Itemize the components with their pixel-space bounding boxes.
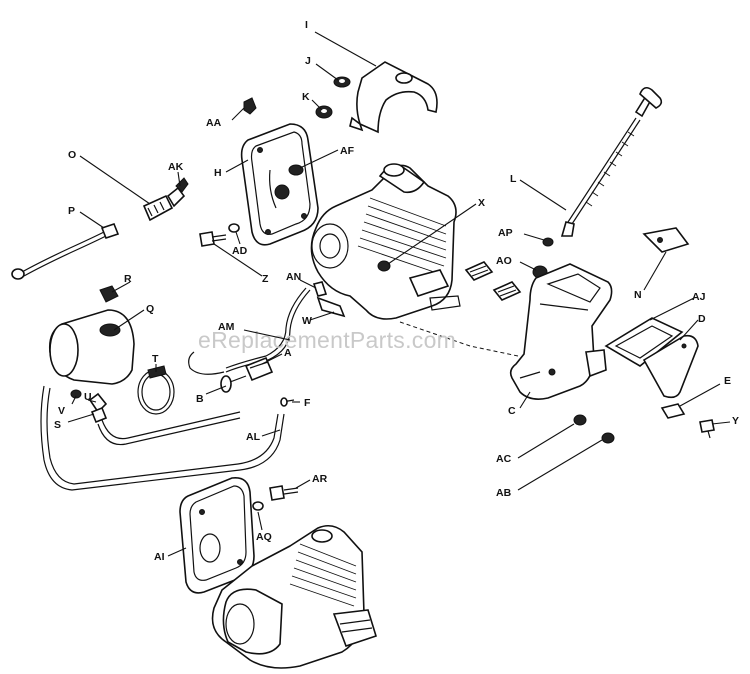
part-washer-ac — [573, 414, 587, 426]
part-filter-a — [244, 356, 274, 382]
callout-x: X — [478, 197, 485, 209]
part-engine-block-x — [310, 163, 461, 320]
callout-s: S — [54, 419, 61, 431]
part-screw-f — [280, 397, 295, 407]
part-shroud-bracket — [349, 61, 438, 134]
callout-ai: AI — [154, 551, 165, 563]
callout-aj: AJ — [692, 291, 706, 303]
callout-u: U — [84, 391, 92, 403]
callout-f: F — [304, 397, 311, 409]
callout-ar: AR — [312, 473, 328, 485]
callout-d: D — [698, 313, 706, 325]
callout-ao: AO — [496, 255, 512, 267]
alignment-line — [399, 321, 519, 357]
callout-ad: AD — [232, 245, 248, 257]
callout-aq: AQ — [256, 531, 272, 543]
part-intake-gasket — [464, 261, 522, 301]
callout-i: I — [305, 19, 308, 31]
callout-j: J — [305, 55, 311, 67]
callout-aa: AA — [206, 117, 222, 129]
callout-h: H — [214, 167, 222, 179]
callout-al: AL — [246, 431, 261, 443]
callout-r: R — [124, 273, 132, 285]
part-screw-y — [699, 419, 715, 439]
callout-c: C — [508, 405, 516, 417]
part-washer-b — [220, 375, 247, 393]
callout-ak: AK — [168, 161, 184, 173]
callout-z: Z — [262, 273, 269, 285]
callout-ac: AC — [496, 453, 512, 465]
part-fitting-v — [70, 389, 82, 399]
part-dipstick-l — [560, 86, 663, 237]
part-washer-aq — [252, 501, 264, 511]
part-bolt-ar — [269, 485, 299, 501]
part-engine-assembly-ai — [179, 476, 377, 669]
callout-labels: I J K AA AF H O AK P AD Z X L AP AO N AJ… — [54, 19, 739, 563]
part-bracket-n — [642, 227, 690, 253]
part-fuel-tank-q — [48, 309, 135, 385]
callout-l: L — [510, 173, 517, 185]
part-blower-housing-h — [240, 123, 319, 246]
part-clamp-t — [137, 365, 175, 415]
callout-w: W — [302, 315, 312, 327]
callout-k: K — [302, 91, 310, 103]
callout-a: A — [284, 347, 292, 359]
watermark: eReplacementParts.com — [198, 327, 456, 353]
callout-b: B — [196, 393, 204, 405]
part-washer-ap — [542, 237, 554, 247]
part-clip-aa — [243, 97, 257, 115]
part-fitting-s — [90, 406, 108, 424]
callout-am: AM — [218, 321, 235, 333]
part-washer-ad — [228, 223, 240, 233]
part-switch-o — [142, 177, 189, 222]
part-gasket-aj — [604, 317, 684, 367]
callout-n: N — [634, 289, 642, 301]
part-washer-k — [315, 105, 333, 119]
callout-y: Y — [732, 415, 739, 427]
callout-p: P — [68, 205, 75, 217]
callout-ab: AB — [496, 487, 512, 499]
callout-q: Q — [146, 303, 154, 315]
part-housing-c — [509, 263, 613, 400]
callout-t: T — [152, 353, 159, 365]
part-fuel-line-am — [188, 287, 311, 375]
part-nut-r — [99, 285, 119, 303]
callout-an: AN — [286, 271, 301, 283]
callout-v: V — [58, 405, 65, 417]
part-clip-e — [660, 403, 686, 419]
part-screw-af — [288, 164, 304, 176]
part-wire-p — [11, 223, 120, 280]
part-fitting-an — [312, 281, 346, 318]
callout-e: E — [724, 375, 731, 387]
callout-af: AF — [340, 145, 355, 157]
callout-o: O — [68, 149, 76, 161]
callout-ap: AP — [498, 227, 513, 239]
part-hose-al — [40, 385, 285, 491]
leader-lines — [67, 31, 731, 557]
part-nut-ab — [601, 432, 615, 444]
part-plate-d — [642, 334, 699, 399]
part-bolt-z — [199, 231, 227, 247]
